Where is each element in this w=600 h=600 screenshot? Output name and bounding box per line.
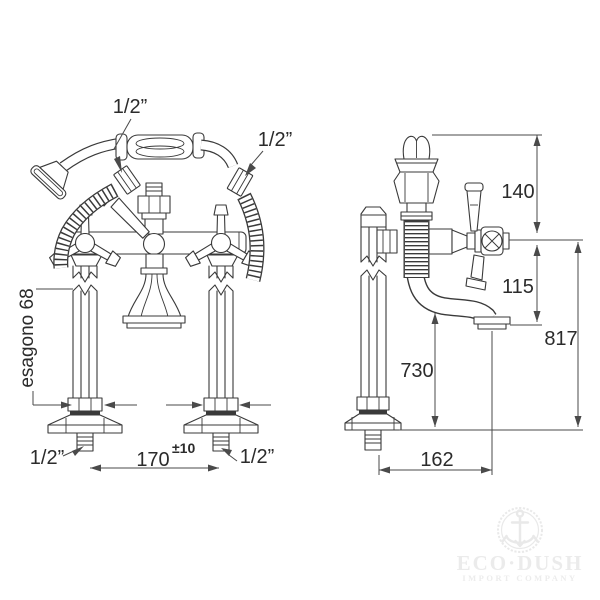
- base-bell: [344, 413, 402, 431]
- hex-nut: [356, 396, 390, 411]
- leader-hose: [245, 150, 264, 176]
- tub-spout: [122, 253, 186, 329]
- label-170-tolerance: ±10: [172, 440, 195, 456]
- base-bell: [183, 414, 259, 434]
- shower-head: [30, 160, 69, 200]
- anchor-icon: [501, 509, 539, 548]
- label-817: 817: [544, 328, 577, 350]
- shower-hose-left: [53, 165, 141, 269]
- side-leg: [344, 206, 402, 451]
- label-115: 115: [502, 276, 534, 298]
- left-leg-cap: [70, 254, 103, 267]
- threaded-tail: [76, 432, 94, 452]
- label-730: 730: [400, 360, 433, 382]
- side-cross-handle: [464, 182, 510, 291]
- label-half-hose: 1/2”: [258, 129, 292, 151]
- hex-nut: [67, 397, 103, 412]
- shower-handle-grip: [115, 132, 205, 161]
- holder-hex-body: [393, 171, 440, 204]
- leader-left-inlet: [62, 446, 84, 457]
- label-half-handshower: 1/2”: [113, 96, 147, 118]
- watermark: ECO·DUSH IMPORT COMPANY: [457, 507, 584, 583]
- gasket-ring: [359, 410, 387, 414]
- base-bell: [47, 414, 123, 434]
- label-140: 140: [501, 181, 534, 203]
- handshower: [30, 132, 239, 200]
- top-hex-nut: [137, 195, 171, 214]
- left-valve-hub: [74, 232, 96, 254]
- right-valve-hub: [210, 232, 232, 254]
- label-170: 170: [136, 449, 169, 471]
- dim-140: 140: [432, 134, 542, 233]
- dim-730: 730: [400, 313, 439, 427]
- watermark-tagline: IMPORT COMPANY: [462, 573, 577, 583]
- shower-holder: [393, 135, 440, 221]
- dim-162: 162: [378, 331, 493, 475]
- threaded-tail: [212, 432, 230, 452]
- right-leg-cap: [206, 254, 239, 267]
- dim-115: 115: [502, 239, 583, 326]
- label-esagono: esagono 68: [17, 288, 38, 387]
- dim-170: 170 ±10: [90, 440, 219, 472]
- side-view: 140 115 817 730 1: [344, 134, 583, 475]
- right-leg: [183, 265, 259, 452]
- label-half-left-inlet: 1/2”: [30, 447, 64, 469]
- side-valve-body: [376, 228, 482, 255]
- gasket-ring: [206, 411, 236, 415]
- label-162: 162: [420, 449, 453, 471]
- dim-esagono-68: esagono 68: [17, 288, 271, 409]
- threaded-tail: [364, 429, 382, 451]
- leader-handshower: [113, 118, 132, 173]
- left-leg: [47, 265, 123, 452]
- center-hub: [142, 232, 166, 256]
- hose-nut-left: [113, 165, 141, 195]
- front-view: 1/2” 1/2” esagono 68 170 ±10: [17, 96, 292, 472]
- label-half-right-inlet: 1/2”: [240, 446, 274, 468]
- watermark-brand: ECO·DUSH: [457, 551, 584, 575]
- side-spout: [405, 255, 511, 330]
- spout-outlet-flange: [473, 316, 511, 325]
- gasket-ring: [70, 411, 100, 415]
- center-column: [137, 182, 171, 235]
- leader-right-inlet: [221, 448, 238, 462]
- hex-nut: [203, 397, 239, 412]
- dim-817: 817: [544, 242, 582, 427]
